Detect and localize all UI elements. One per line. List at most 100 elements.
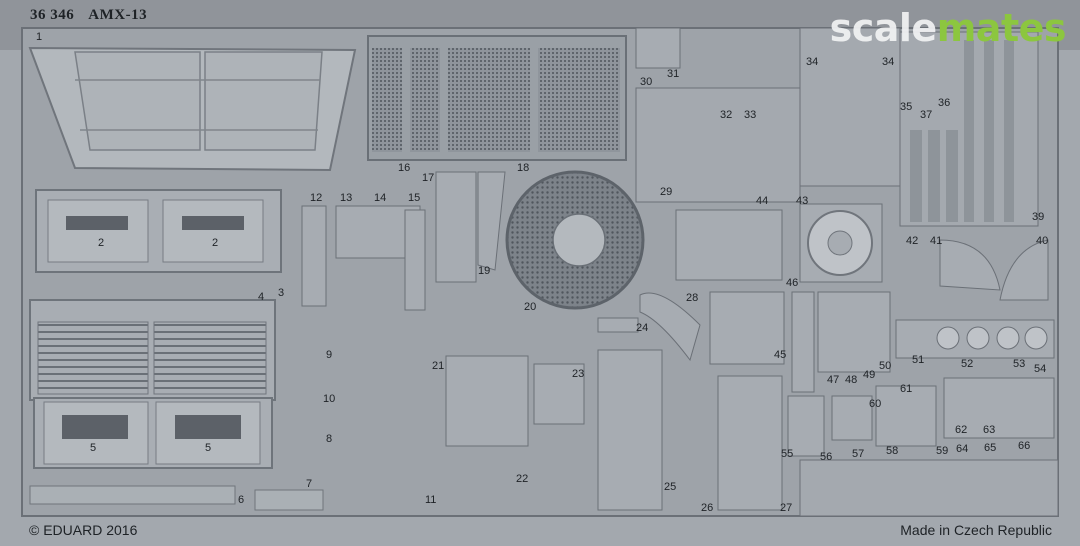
- part-label: 51: [912, 354, 925, 366]
- part-label: 64: [956, 443, 969, 455]
- part-label: 28: [686, 292, 699, 304]
- part-28: [639, 292, 701, 362]
- part-label: 58: [886, 445, 899, 457]
- part-label: 62: [955, 424, 968, 436]
- parts-54-63: [943, 377, 1055, 439]
- part-23: [533, 363, 585, 425]
- part-2-pair: [35, 189, 282, 273]
- part-60: [831, 395, 873, 441]
- part-label: 27: [780, 502, 793, 514]
- part-label: 5: [205, 442, 212, 454]
- part-55: [787, 395, 825, 457]
- part-41: [939, 239, 1001, 291]
- part-label: 52: [961, 358, 974, 370]
- part-21: [445, 355, 529, 447]
- watermark-mates: mates: [936, 6, 1067, 50]
- part-label: 44: [756, 195, 769, 207]
- part-label: 17: [422, 172, 435, 184]
- part-label: 60: [869, 398, 882, 410]
- part-label: 8: [326, 433, 333, 445]
- part-25: [597, 349, 663, 511]
- part-label: 32: [720, 109, 733, 121]
- part-label: 63: [983, 424, 996, 436]
- part-label: 1: [36, 31, 43, 43]
- part-44: [675, 209, 783, 281]
- origin-text: Made in Czech Republic: [900, 522, 1052, 538]
- part-34: [799, 27, 901, 187]
- part-20-round-grille: [505, 170, 645, 310]
- part-31: [635, 27, 681, 69]
- part-label: 22: [516, 473, 529, 485]
- part-label: 33: [744, 109, 757, 121]
- watermark-scale: scale: [829, 6, 938, 50]
- part-label: 57: [852, 448, 865, 460]
- part-label: 30: [640, 76, 653, 88]
- part-label: 14: [374, 192, 387, 204]
- part-label: 40: [1036, 235, 1049, 247]
- part-label: 25: [664, 481, 677, 493]
- part-label: 2: [98, 237, 105, 249]
- part-label: 55: [781, 448, 794, 460]
- parts-47-49: [817, 291, 891, 373]
- part-label: 61: [900, 383, 913, 395]
- part-label: 3: [278, 287, 285, 299]
- part-15-18-grilles: [367, 35, 627, 161]
- part-label: 36: [938, 97, 951, 109]
- part-label: 13: [340, 192, 353, 204]
- part-label: 20: [524, 301, 537, 313]
- part-label: 35: [900, 101, 913, 113]
- part-label: 37: [920, 109, 933, 121]
- copyright-text: © EDUARD 2016: [29, 522, 138, 538]
- part-43: [799, 203, 883, 283]
- kit-number: 36 346: [30, 7, 75, 23]
- part-4-vents: [29, 299, 276, 401]
- part-1: [28, 46, 357, 172]
- part-label: 23: [572, 368, 585, 380]
- part-label: 34: [882, 56, 895, 68]
- part-46: [791, 291, 815, 393]
- part-label: 19: [478, 265, 491, 277]
- part-label: 24: [636, 322, 649, 334]
- part-label: 43: [796, 195, 809, 207]
- part-label: 39: [1032, 211, 1045, 223]
- part-label: 31: [667, 68, 680, 80]
- parts-56-66: [799, 459, 1059, 517]
- part-label: 66: [1018, 440, 1031, 452]
- part-label: 59: [936, 445, 949, 457]
- part-61: [875, 385, 937, 447]
- part-label: 9: [326, 349, 333, 361]
- parts-12-17: [301, 171, 506, 311]
- part-label: 47: [827, 374, 840, 386]
- parts-51-53: [895, 319, 1055, 359]
- part-label: 12: [310, 192, 323, 204]
- part-label: 42: [906, 235, 919, 247]
- part-label: 56: [820, 451, 833, 463]
- part-26-27: [717, 375, 783, 511]
- scalemates-watermark: scalemates: [829, 6, 1067, 50]
- part-label: 45: [774, 349, 787, 361]
- part-label: 50: [879, 360, 892, 372]
- part-label: 54: [1034, 363, 1047, 375]
- part-40: [999, 239, 1049, 301]
- part-label: 65: [984, 442, 997, 454]
- part-label: 5: [90, 442, 97, 454]
- part-label: 29: [660, 186, 673, 198]
- parts-30-33: [635, 87, 801, 203]
- part-45: [709, 291, 785, 365]
- part-5-pair: [33, 397, 273, 469]
- part-label: 11: [425, 494, 437, 506]
- part-label: 18: [517, 162, 530, 174]
- part-7: [254, 489, 324, 511]
- part-label: 6: [238, 494, 245, 506]
- part-label: 7: [306, 478, 313, 490]
- part-label: 10: [323, 393, 336, 405]
- part-label: 46: [786, 277, 799, 289]
- part-label: 2: [212, 237, 219, 249]
- part-label: 53: [1013, 358, 1026, 370]
- part-label: 4: [258, 291, 265, 303]
- part-label: 16: [398, 162, 411, 174]
- part-label: 34: [806, 56, 819, 68]
- part-label: 48: [845, 374, 858, 386]
- parts-35-39: [899, 31, 1039, 227]
